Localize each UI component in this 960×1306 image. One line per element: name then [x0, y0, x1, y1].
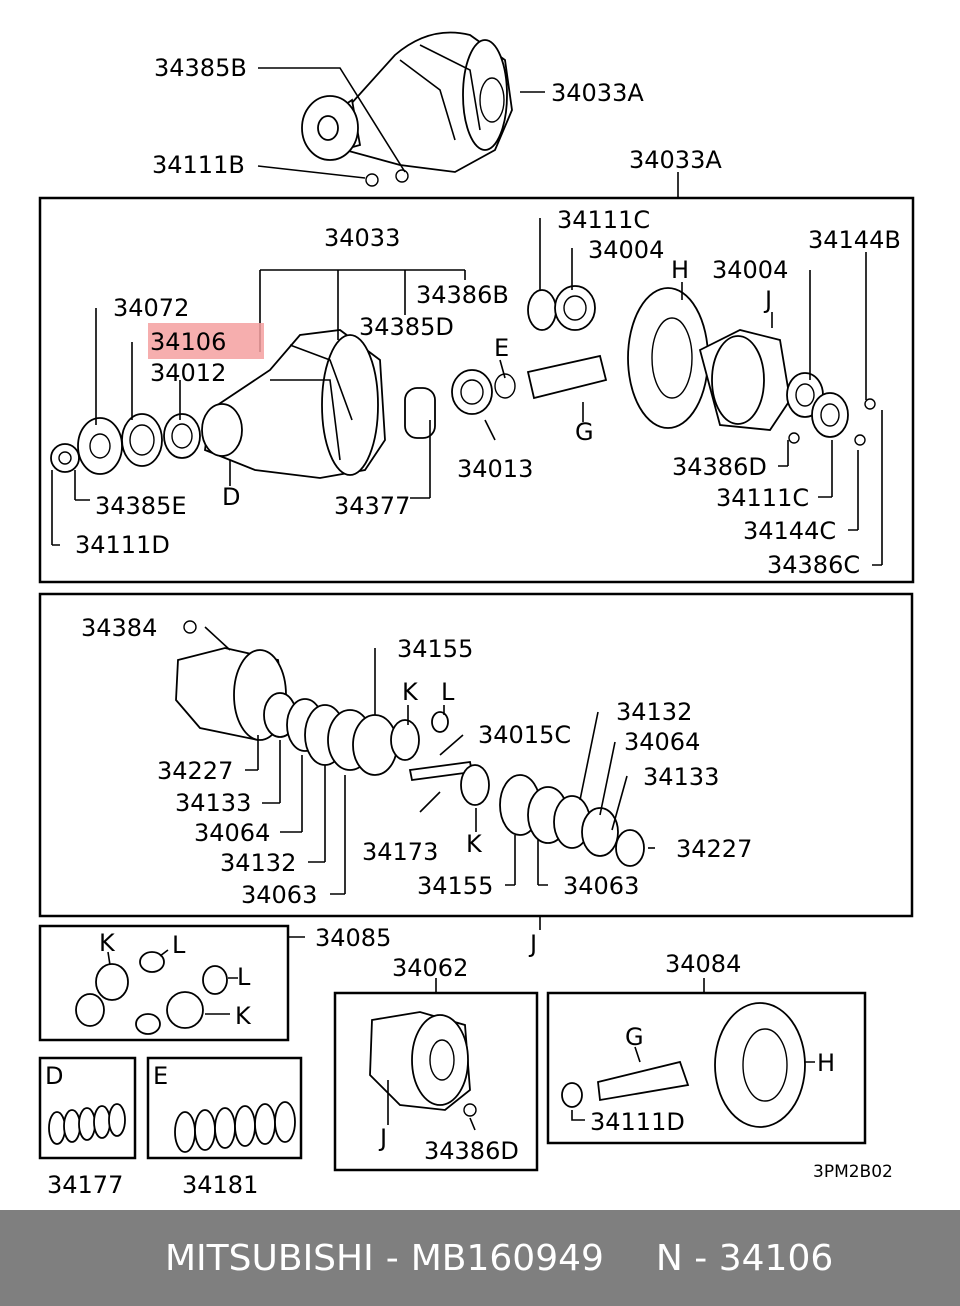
part-label: 34085: [315, 924, 391, 952]
part-label: 34144C: [743, 517, 836, 545]
part-label: 34144B: [808, 226, 901, 254]
part-label: 34155: [397, 635, 473, 663]
part-label: 34132: [220, 849, 296, 877]
brand-name: MITSUBISHI: [165, 1237, 374, 1279]
exploded-parts-diagram: 34385B 34033A 34111B 34033A 34033 34111C…: [38, 31, 915, 1199]
part-label: G: [575, 418, 594, 446]
part-label: 34132: [616, 698, 692, 726]
part-label: 34033A: [551, 79, 644, 107]
differential-parts-drawing: [175, 620, 645, 867]
spacer-e-frame: [146, 1056, 303, 1160]
part-label: L: [237, 963, 251, 991]
part-label: H: [817, 1049, 835, 1077]
part-label: 34004: [712, 256, 788, 284]
highlight-marker: [148, 323, 264, 359]
part-label: G: [625, 1023, 644, 1051]
part-label: 34013: [457, 455, 533, 483]
highlighted-part-label: 34106: [150, 328, 226, 356]
carrier-assembly-drawing: [301, 31, 513, 187]
drawing-code: 3PM2B02: [813, 1162, 893, 1182]
part-label: H: [671, 256, 689, 284]
part-label: 34004: [588, 236, 664, 264]
part-label: 34111C: [557, 206, 650, 234]
part-label: 34133: [643, 763, 719, 791]
part-label: 34227: [157, 757, 233, 785]
part-label: 34111C: [716, 484, 809, 512]
part-label: 34063: [241, 881, 317, 909]
part-label: 34386D: [424, 1137, 519, 1165]
part-label: 34386B: [416, 281, 509, 309]
part-label: 34385E: [95, 492, 187, 520]
part-label: 34084: [665, 950, 741, 978]
differential-case-drawing: [369, 1011, 477, 1117]
part-label: J: [528, 930, 537, 958]
part-label: 34111D: [75, 531, 170, 559]
differential-labels: 34384 34155 K L 34132 34015C 34064 34133…: [81, 614, 752, 958]
part-label: K: [466, 830, 483, 858]
part-label: E: [153, 1062, 168, 1090]
part-label: K: [402, 678, 419, 706]
part-label: 34072: [113, 294, 189, 322]
part-label: K: [99, 929, 116, 957]
part-label: 34133: [175, 789, 251, 817]
part-label: 34062: [392, 954, 468, 982]
separator: -: [385, 1237, 399, 1279]
assembly-labels: 34385B 34033A 34111B 34033A 34033 34111C…: [75, 54, 901, 579]
part-label: 34012: [150, 359, 226, 387]
part-label: 34227: [676, 835, 752, 863]
spacer-d-drawing: [48, 1103, 126, 1145]
gear-set-frame: [546, 991, 867, 1145]
part-label: J: [378, 1124, 387, 1152]
part-label: 34033A: [629, 146, 722, 174]
part-label: 34177: [47, 1171, 123, 1199]
part-label: 34377: [334, 492, 410, 520]
part-label: L: [441, 678, 455, 706]
part-label: 34386C: [767, 551, 860, 579]
part-label: 34033: [324, 224, 400, 252]
part-label: D: [222, 483, 240, 511]
part-label: K: [235, 1002, 252, 1030]
spacer-e-drawing: [174, 1101, 296, 1153]
differential-exploded-frame: [38, 592, 914, 918]
part-label: L: [172, 931, 186, 959]
part-label: 34385B: [154, 54, 247, 82]
part-number: MB160949: [410, 1237, 604, 1279]
carrier-housing-drawing: [201, 329, 386, 479]
part-label: 34111D: [590, 1108, 685, 1136]
part-label: E: [494, 334, 509, 362]
part-label: 34063: [563, 872, 639, 900]
part-label: 34155: [417, 872, 493, 900]
part-label: 34173: [362, 838, 438, 866]
carrier-exploded-frame: [38, 196, 915, 584]
pinion-kit-frame: [38, 924, 290, 1042]
position-code: N - 34106: [655, 1237, 834, 1279]
part-label: D: [45, 1062, 63, 1090]
kit-labels: 34085 K L L K 34062 J 34386D 34084 G H 3…: [45, 924, 893, 1199]
part-label: 34064: [194, 819, 270, 847]
part-label: 34385D: [359, 313, 454, 341]
pinion-rear-parts-drawing: [404, 285, 608, 439]
part-label: 34181: [182, 1171, 258, 1199]
part-label: J: [763, 286, 772, 314]
part-label: 34015C: [478, 721, 571, 749]
ring-gear-case-drawing: [627, 287, 876, 446]
part-label: 34064: [624, 728, 700, 756]
pinion-kit-drawing: [75, 951, 228, 1035]
part-label: 34384: [81, 614, 157, 642]
part-label: 34111B: [152, 151, 245, 179]
part-info-footer: MITSUBISHI - MB160949 N - 34106: [0, 1210, 960, 1306]
pinion-front-parts-drawing: [50, 413, 201, 475]
part-label: 34386D: [672, 453, 767, 481]
ring-pinion-gear-drawing: [561, 1002, 806, 1128]
spacer-d-frame: [38, 1056, 137, 1160]
